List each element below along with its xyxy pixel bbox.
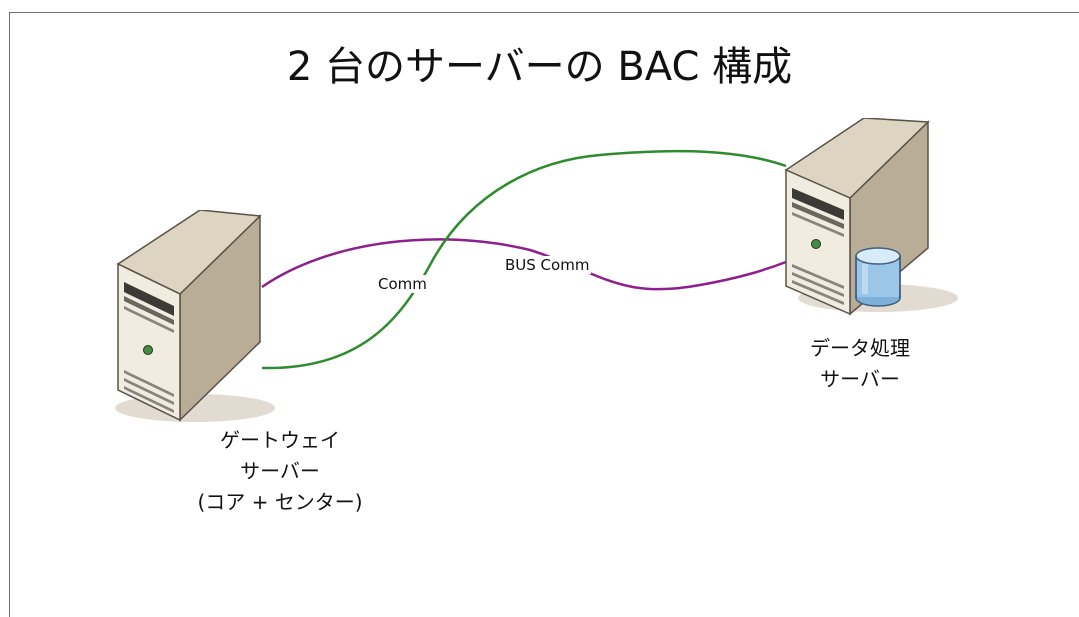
tower-server-icon [115,210,275,422]
slide-frame-left [9,12,10,617]
tower-server-with-database-icon [784,118,958,316]
comm-line [261,149,787,370]
comm-link-label: Comm [376,275,429,293]
data-processing-server-caption-line-2: サーバー [820,367,900,391]
gateway-server-caption-line-2: サーバー [240,459,320,483]
gateway-server-caption-line-3: (コア + センター) [197,490,363,514]
database-icon [855,247,901,307]
slide-frame-top [9,12,1079,13]
gateway-server-caption: ゲートウェイ サーバー (コア + センター) [150,425,410,518]
data-processing-server-caption: データ処理 サーバー [760,333,960,395]
slide-title: 2 台のサーバーの BAC 構成 [286,44,793,90]
gateway-server-caption-line-1: ゲートウェイ [220,428,340,452]
bus-comm-link-label: BUS Comm [503,256,592,274]
data-processing-server-caption-line-1: データ処理 [810,336,910,360]
